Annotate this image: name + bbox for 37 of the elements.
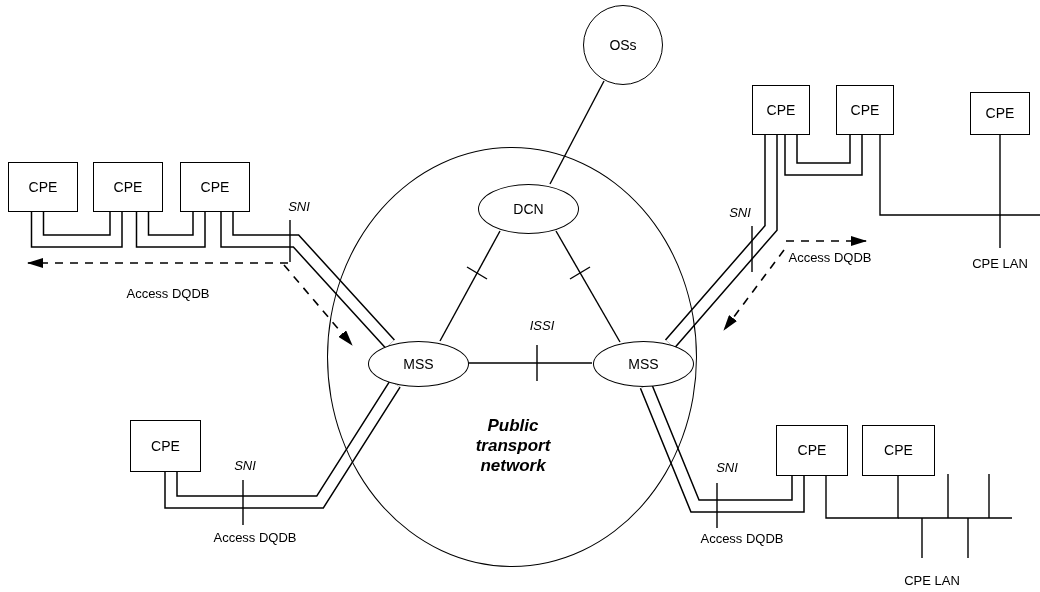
interface-label: SNI — [716, 459, 738, 475]
interface-label: SNI — [288, 198, 310, 214]
interface-label: ISSI — [529, 317, 555, 333]
interface-label: SNI — [729, 204, 751, 220]
connector-line — [467, 362, 593, 364]
node-ellipse: OSs — [583, 5, 663, 85]
interface-label: CPE LAN — [904, 572, 960, 588]
interface-label: CPE LAN — [972, 255, 1028, 271]
network-label: Public transport network — [474, 416, 552, 476]
equipment-box: CPE — [970, 92, 1030, 135]
node-ellipse: MSS — [593, 341, 694, 387]
interface-label: SNI — [234, 457, 256, 473]
equipment-box: CPE — [752, 85, 810, 135]
node-ellipse: DCN — [478, 184, 579, 234]
connector-line — [439, 230, 501, 342]
equipment-box: CPE — [776, 425, 848, 476]
interface-label: Access DQDB — [788, 249, 872, 265]
equipment-box: CPE — [8, 162, 78, 212]
interface-label: Access DQDB — [126, 285, 210, 301]
equipment-box: CPE — [180, 162, 250, 212]
dual-bus-line — [220, 212, 395, 349]
connector-line — [549, 80, 605, 185]
dual-bus-line — [30, 212, 123, 248]
interface-label: Access DQDB — [213, 529, 297, 545]
equipment-box: CPE — [130, 420, 201, 472]
equipment-box: CPE — [836, 85, 894, 135]
equipment-box: CPE — [862, 425, 935, 476]
node-ellipse: MSS — [368, 341, 469, 387]
connector-line — [879, 134, 1001, 216]
dual-bus-line — [135, 212, 206, 248]
dual-bus-line — [784, 135, 863, 176]
connector-line — [825, 475, 899, 519]
equipment-box: CPE — [93, 162, 163, 212]
interface-label: Access DQDB — [700, 530, 784, 546]
network-circle — [327, 147, 697, 567]
dual-bus-line — [164, 380, 401, 509]
connector-line — [555, 230, 621, 343]
